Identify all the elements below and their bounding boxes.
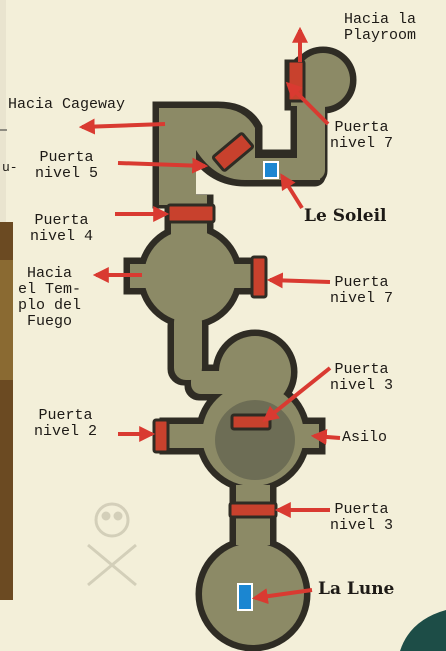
label-to-fire-temple: Hacia el Tem- plo del Fuego [18,265,82,330]
pirate-skull-watermark-icon [87,502,137,587]
arrow-soleil [280,173,304,210]
arrow-lune [251,588,313,605]
arrow-door3-top [262,366,332,422]
door-level-3-top [230,413,272,431]
edge-text: u- [2,160,18,175]
label-la-lune: La Lune [318,579,395,599]
blue-marker-icon [263,161,279,179]
label-door-level-5: Puerta nivel 5 [35,149,99,182]
blue-marker-icon [237,583,253,611]
door-level-5 [211,132,255,172]
label-door-level-7-mid: Puerta nivel 7 [330,274,394,307]
label-door-level-4: Puerta nivel 4 [30,212,94,245]
label-door-level-2: Puerta nivel 2 [34,407,98,440]
label-to-cageway: Hacia Cageway [8,96,126,113]
door-level-2 [152,418,170,454]
corner-decoration [400,610,446,651]
label-to-playroom: Hacia la Playroom [344,11,417,44]
door-level-4 [166,203,216,224]
arrow-door7-mid [266,272,331,289]
door-level-7-mid [250,255,268,299]
label-le-soleil: Le Soleil [304,206,387,226]
door-level-3-bottom [228,501,278,519]
arrow-door5 [117,157,209,174]
arrows [78,26,341,605]
label-door-level-3-top: Puerta nivel 3 [330,361,394,394]
label-door-level-7-top: Puerta nivel 7 [330,119,394,152]
label-to-asilo: Asilo [342,429,388,446]
arrow-door7-top [285,81,330,126]
asilo-chamber [215,400,295,480]
label-door-level-3-bottom: Puerta nivel 3 [330,501,394,534]
arrow-to-cageway [78,118,166,135]
arrow-to-asilo [310,429,341,445]
